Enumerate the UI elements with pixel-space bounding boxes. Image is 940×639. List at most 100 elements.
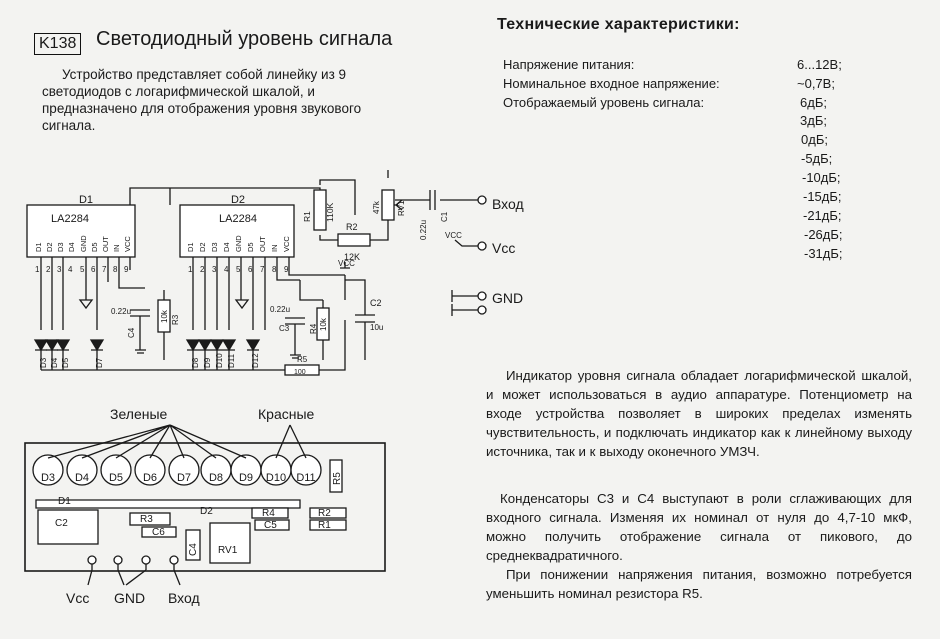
svg-text:D5: D5 [90,242,99,252]
svg-text:D4: D4 [67,242,76,252]
svg-text:1: 1 [188,265,193,274]
svg-text:7: 7 [102,265,107,274]
c4-value: 0.22u [111,307,131,316]
spec-label: Напряжение питания: [503,57,635,72]
svg-text:D1: D1 [34,242,43,252]
svg-text:D5: D5 [246,242,255,252]
svg-text:D8: D8 [191,357,200,368]
c2-label: C2 [370,298,382,308]
svg-text:D6: D6 [143,472,157,484]
level-value: 3дБ; [800,113,827,128]
svg-text:8: 8 [272,265,277,274]
svg-text:7: 7 [260,265,265,274]
svg-text:D5: D5 [61,357,70,368]
spec-value: 6дБ; [800,95,827,110]
c3-label: C3 [279,324,290,333]
chip-d1: D1 LA2284 D1 D2 D3 D4 GND D5 OUT IN VCC … [26,194,145,330]
svg-text:D2: D2 [45,242,54,252]
svg-text:D9: D9 [203,357,212,368]
c4-label: C4 [127,327,136,338]
svg-text:D10: D10 [215,353,224,368]
r5-value: 100 [294,369,306,376]
svg-text:5: 5 [236,265,241,274]
svg-text:D11: D11 [296,472,315,484]
svg-text:4: 4 [68,265,73,274]
svg-text:D4: D4 [75,472,89,484]
svg-text:D3: D3 [41,472,55,484]
svg-text:8: 8 [113,265,118,274]
intro-text: Устройство представляет собой линейку из… [42,67,362,133]
svg-text:D2: D2 [200,506,213,517]
r5-label: R5 [297,355,308,364]
svg-text:5: 5 [80,265,85,274]
level-value: -15дБ; [803,189,842,204]
level-value: -10дБ; [802,170,841,185]
level-value: -5дБ; [801,151,833,166]
gnd-label: GND [492,290,524,306]
input-label: Вход [492,196,524,212]
red-leds-label: Красные [258,406,315,422]
svg-text:C4: C4 [188,543,199,556]
svg-text:D3: D3 [39,357,48,368]
svg-text:OUT: OUT [258,236,267,252]
rv1-value: 47k [372,200,381,214]
svg-text:VCC: VCC [282,236,291,252]
level-value: 0дБ; [801,132,828,147]
green-leds-label: Зеленые [110,406,168,422]
svg-text:3: 3 [57,265,62,274]
svg-text:RV1: RV1 [218,545,238,556]
svg-text:R4: R4 [262,508,275,519]
r4-value: 10k [319,317,328,331]
svg-text:D11: D11 [227,353,236,368]
c3-value: 0.22u [270,305,290,314]
svg-text:R3: R3 [140,514,153,525]
board-gnd-label: GND [114,590,146,606]
svg-text:1: 1 [35,265,40,274]
svg-text:D4: D4 [222,242,231,252]
svg-text:D8: D8 [209,472,223,484]
svg-text:D1: D1 [58,496,71,507]
spec-label: Отображаемый уровень сигнала: [503,95,705,110]
svg-text:6: 6 [91,265,96,274]
svg-text:D2: D2 [198,242,207,252]
svg-text:C5: C5 [264,520,277,531]
r3-value: 10k [160,309,169,323]
board-input-label: Вход [168,590,200,606]
r1-label: R1 [302,211,312,222]
svg-text:R5: R5 [332,472,343,485]
svg-text:OUT: OUT [101,236,110,252]
r1-value: 110K [325,202,335,222]
spec-value: 6...12В; [797,57,842,72]
svg-text:D7: D7 [177,472,191,484]
svg-text:IN: IN [270,245,279,253]
svg-text:IN: IN [112,245,121,253]
board-vcc-label: Vcc [66,590,90,606]
svg-text:D7: D7 [95,357,104,368]
svg-text:D10: D10 [266,472,286,484]
svg-text:4: 4 [224,265,229,274]
svg-text:C2: C2 [55,518,68,529]
svg-text:9: 9 [284,265,289,274]
chip-d1-part: LA2284 [51,213,89,225]
vcc-node-label: VCC [338,259,355,268]
r2-label: R2 [346,222,358,232]
svg-text:9: 9 [124,265,129,274]
c1-label: C1 [440,211,449,222]
chip-d1-label: D1 [79,194,93,206]
r4-label: R4 [309,323,318,334]
description-paragraph: Индикатор уровня сигнала обладает логари… [486,368,912,459]
specs-title: Технические характеристики: [497,16,740,33]
svg-text:D12: D12 [251,353,260,368]
level-value: -26дБ; [804,227,843,242]
r3-label: R3 [171,314,180,325]
page-title: Светодиодный уровень сигнала [96,28,393,50]
svg-text:GND: GND [234,235,243,252]
svg-text:D5: D5 [109,472,123,484]
description-paragraph: При понижении напряжения питания, возмож… [486,567,912,601]
svg-text:6: 6 [248,265,253,274]
chip-d2-part: LA2284 [219,213,257,225]
spec-label: Номинальное входное напряжение: [503,76,720,91]
rv1-label: RV1 [397,200,406,216]
vcc-label: Vcc [492,240,516,256]
